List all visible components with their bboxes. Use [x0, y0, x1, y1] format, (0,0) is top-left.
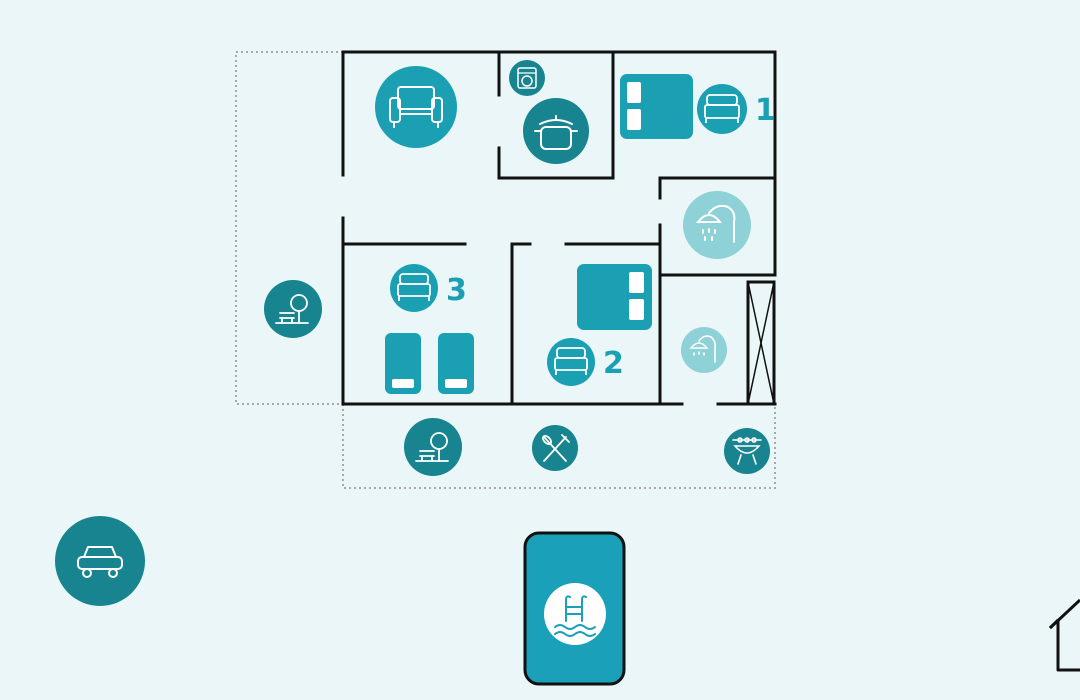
double-bed-furniture — [620, 74, 693, 139]
car-icon — [55, 516, 145, 606]
walls — [341, 50, 777, 406]
cooking-pot-icon — [523, 98, 589, 164]
double-bed-icon — [697, 84, 747, 134]
outdoor-outline — [235, 51, 776, 489]
bedroom-number-1: 1 — [755, 93, 776, 128]
double-bed-icon — [547, 338, 595, 386]
single-bed-furniture — [385, 333, 421, 394]
cutlery-icon — [532, 425, 578, 471]
shower-icon — [681, 327, 727, 373]
barbecue-icon — [724, 428, 770, 474]
sofa-icon — [375, 66, 457, 148]
bedroom-number-3: 3 — [446, 273, 467, 308]
house-icon — [1048, 598, 1080, 672]
single-bed-furniture — [438, 333, 474, 394]
washing-machine-icon — [509, 60, 545, 96]
pool-ladder-icon — [544, 583, 606, 645]
bedroom-number-2: 2 — [603, 346, 624, 381]
garden-bench-icon — [264, 280, 322, 338]
garden-bench-icon — [404, 418, 462, 476]
double-bed-furniture — [577, 264, 652, 330]
shower-icon — [683, 191, 751, 259]
double-bed-icon — [390, 264, 438, 312]
